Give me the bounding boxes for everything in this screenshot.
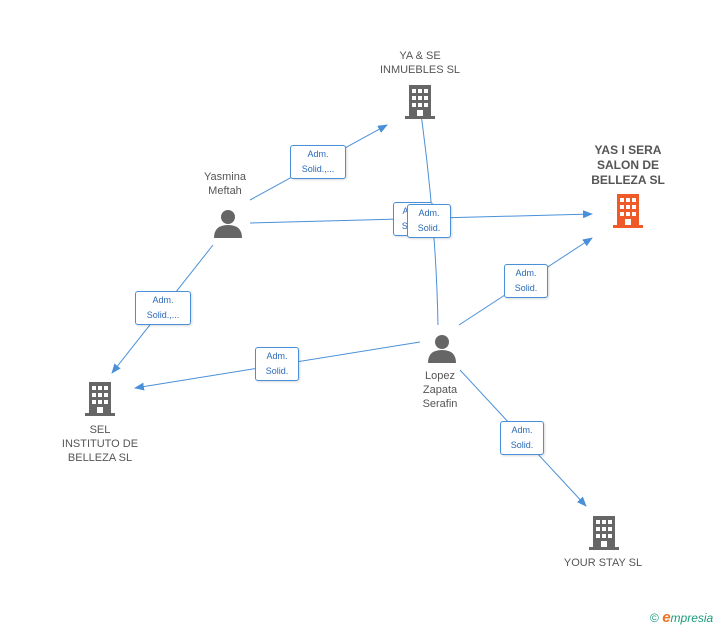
copyright-symbol: © bbox=[650, 611, 659, 625]
brand-initial: e bbox=[662, 609, 671, 626]
node-label-ya-se[interactable]: YA & SE INMUEBLES SL bbox=[379, 50, 461, 76]
edge-label-lopez-yourstay[interactable]: Adm. Solid. bbox=[500, 421, 544, 455]
node-label-yas-sera[interactable]: YAS I SERA SALON DE BELLEZA SL bbox=[591, 143, 665, 187]
person-icon-yasmina[interactable] bbox=[213, 208, 243, 238]
edge-label-yasmina-yase[interactable]: Adm. Solid.,... bbox=[290, 145, 346, 179]
building-icon-yas-sera[interactable] bbox=[613, 194, 643, 228]
building-icon-sel[interactable] bbox=[85, 382, 115, 416]
edge-label-yasmina-sel[interactable]: Adm. Solid.,... bbox=[135, 291, 191, 325]
brand-rest: mpresia bbox=[670, 611, 714, 625]
node-label-your-stay[interactable]: YOUR STAY SL bbox=[563, 557, 643, 569]
node-label-sel[interactable]: SEL INSTITUTO DE BELLEZA SL bbox=[61, 424, 139, 464]
edge-label-lopez-yassera[interactable]: Adm. Solid. bbox=[504, 264, 548, 298]
empresia-watermark: © empresia bbox=[650, 609, 713, 626]
edge-label-lopez-yase[interactable]: Adm. Solid. bbox=[407, 204, 451, 238]
node-label-lopez[interactable]: Lopez Zapata Serafin bbox=[422, 370, 458, 410]
node-label-yasmina[interactable]: Yasmina Meftah bbox=[204, 171, 246, 197]
building-icon-your-stay[interactable] bbox=[589, 516, 619, 550]
edge-label-lopez-sel[interactable]: Adm. Solid. bbox=[255, 347, 299, 381]
building-icon-ya-se[interactable] bbox=[405, 85, 435, 119]
person-icon-lopez[interactable] bbox=[427, 333, 457, 363]
